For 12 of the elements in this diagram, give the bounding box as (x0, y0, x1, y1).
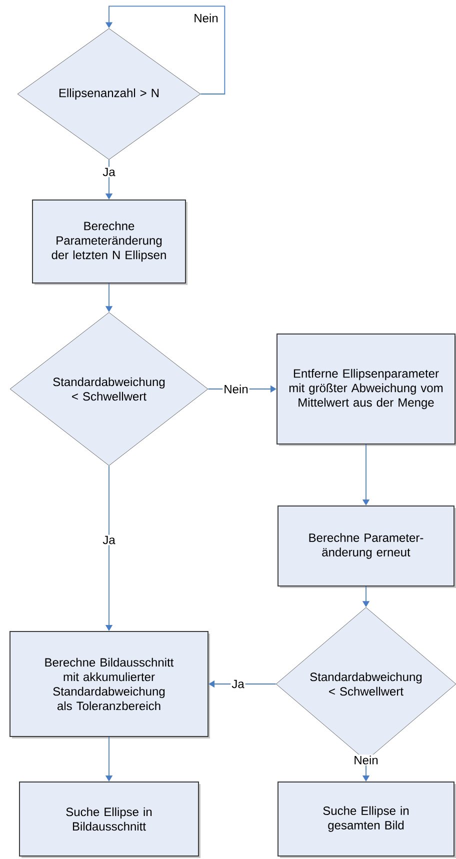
edge-label: Nein (352, 754, 380, 766)
process-box: Berechne Parameteränderung der letzten N Ellipsen (32, 200, 188, 285)
edge-label: Ja (102, 534, 116, 546)
edge-label: Nein (192, 12, 220, 24)
edge-label: Nein (222, 384, 250, 394)
process-box: Suche Ellipse in gesamten Bild (278, 782, 456, 858)
process-box: Suche Ellipse in Bildausschnitt (19, 782, 200, 858)
process-box: Berechne Parameter- änderung erneut (278, 506, 456, 588)
edge-label: Ja (230, 678, 246, 690)
process-box: Entferne Ellipsenparameter mit größter Abweichung vom Mittelwert aus der Menge (276, 334, 456, 446)
edge-label: Ja (102, 166, 116, 178)
process-box: Berechne Bildausschnitt mit akkumulierter Standardabweichung als Toleranzbereich (10, 631, 210, 738)
